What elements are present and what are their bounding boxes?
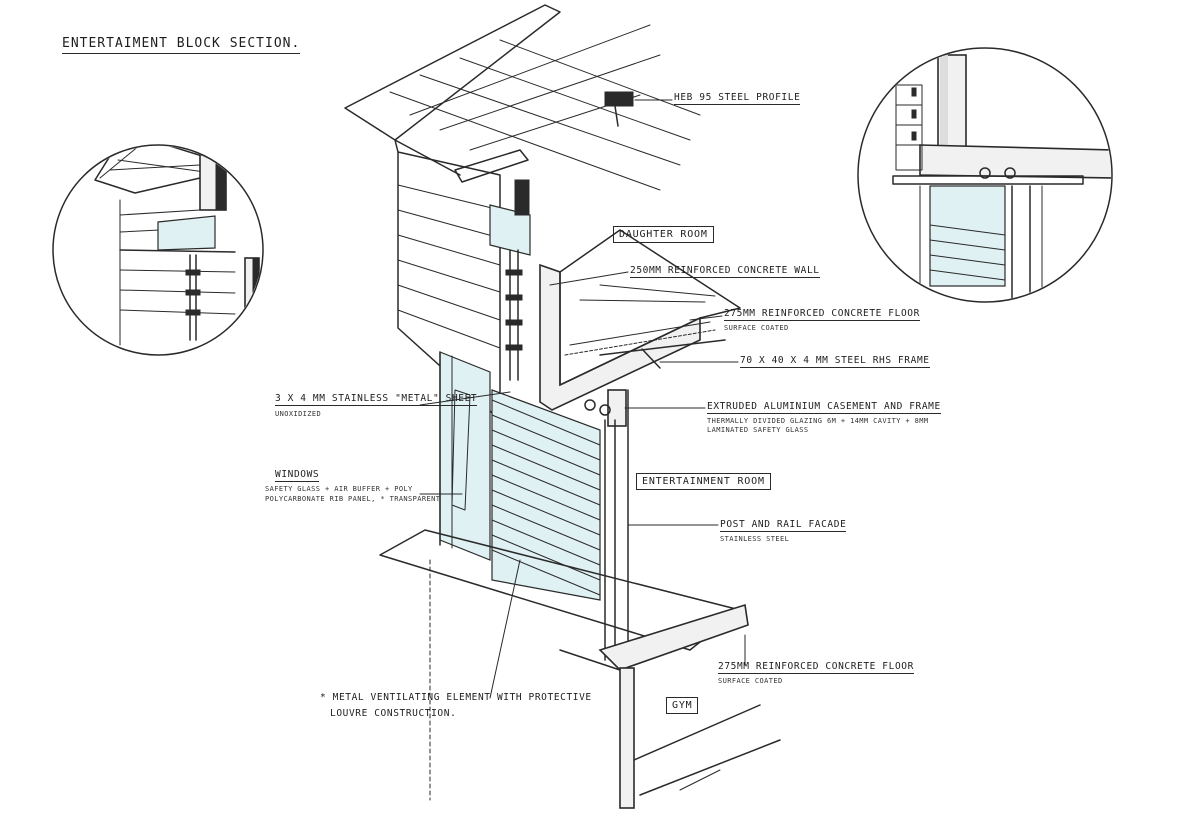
label-facade-sub: Stainless steel: [720, 535, 790, 543]
label-facade: Post and rail facade: [720, 519, 847, 532]
left-detail-circle: [52, 144, 264, 356]
label-stainless-sheet: 3 x 4 mm stainless "metal" sheet: [275, 393, 478, 406]
room-label-daughter: DAUGHTER ROOM: [613, 226, 714, 243]
label-windows-sub-2: polycarbonate rib panel, * transparent: [265, 495, 441, 503]
label-upper-floor: 275mm Reinforced concrete floor: [724, 308, 920, 321]
label-rhs-frame: 70 x 40 x 4 mm steel RHS frame: [740, 355, 930, 368]
right-detail-circle: [857, 47, 1113, 303]
label-lower-floor: 275mm Reinforced concrete floor: [718, 661, 914, 674]
room-label-gym: GYM: [666, 697, 699, 714]
label-upper-floor-sub: Surface coated: [724, 324, 789, 332]
drawing-title: ENTERTAIMENT BLOCK SECTION.: [62, 36, 301, 54]
room-label-entertainment: ENTERTAINMENT ROOM: [636, 473, 771, 490]
label-casement-sub-1: Thermally divided glazing 6m + 14mm cavi…: [707, 417, 929, 425]
label-stainless-sheet-sub: Unoxidized: [275, 410, 322, 418]
leader-lines: [419, 99, 746, 699]
label-concrete-wall: 250mm Reinforced concrete wall: [630, 265, 820, 278]
label-lower-floor-sub: Surface coated: [718, 677, 783, 685]
label-windows: Windows: [275, 469, 320, 482]
label-louvre-line-2: louvre construction.: [330, 708, 457, 719]
main-section: [344, 4, 781, 809]
label-windows-sub-1: Safety glass + air buffer + poly: [265, 485, 413, 493]
label-casement: Extruded aluminium casement and frame: [707, 401, 941, 414]
label-steel-profile: HEB 95 Steel profile: [674, 92, 801, 105]
label-casement-sub-2: laminated safety glass: [707, 426, 809, 434]
label-louvre-line-1: * Metal ventilating element with protect…: [320, 692, 592, 703]
